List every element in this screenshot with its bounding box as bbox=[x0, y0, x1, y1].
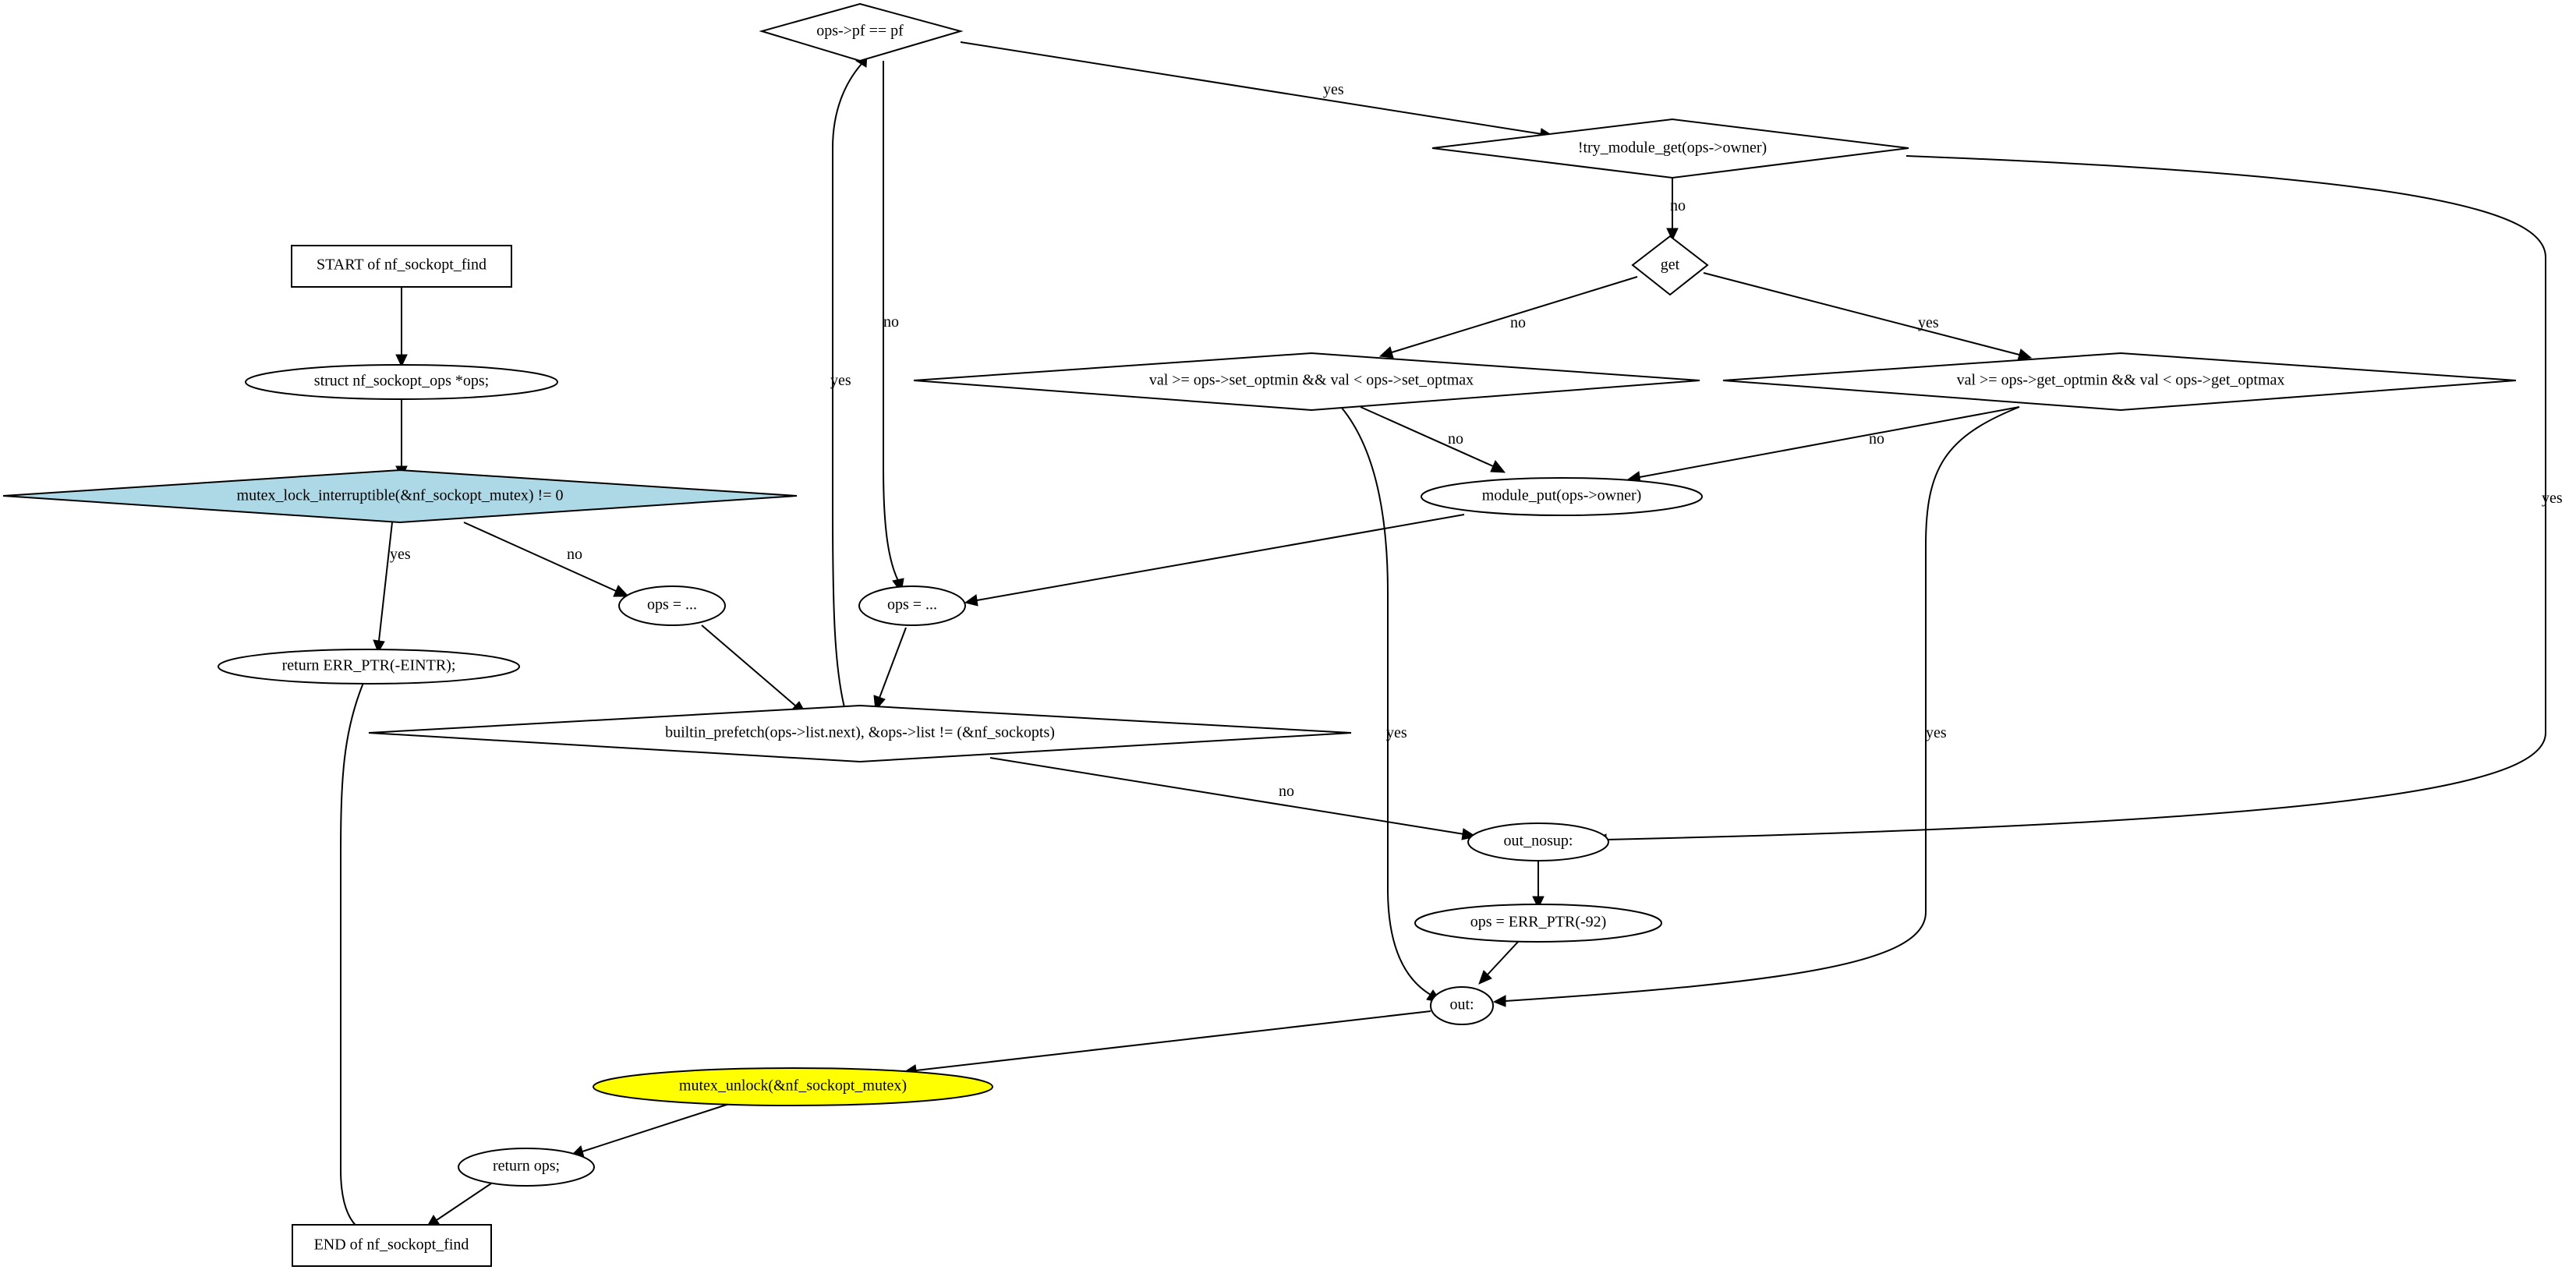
edge-ops1-loop bbox=[701, 624, 796, 706]
arrowhead bbox=[1492, 995, 1506, 1007]
edges: yes no yes no yes no yes bbox=[340, 41, 2563, 1240]
pf-check-decision-label: ops->pf == pf bbox=[816, 23, 904, 40]
edge-lock-ops1 bbox=[463, 522, 617, 592]
edge-label-loop-no: no bbox=[1279, 783, 1294, 800]
edge-loop-nosup bbox=[989, 757, 1465, 835]
start-node: START of nf_sockopt_find bbox=[291, 245, 512, 288]
err-92-node-label: ops = ERR_PTR(-92) bbox=[1470, 914, 1607, 931]
arrowhead bbox=[373, 639, 385, 654]
ops-assign-node-2-label: ops = ... bbox=[887, 596, 937, 614]
edge-getrange-put bbox=[1639, 406, 2020, 478]
edge-label-lock-yes: yes bbox=[390, 546, 411, 563]
set-range-decision: val >= ops->set_optmin && val < ops->set… bbox=[913, 352, 1700, 412]
edge-loop-pf bbox=[832, 63, 862, 714]
edge-set-out bbox=[1340, 406, 1431, 996]
mutex-lock-decision-label: mutex_lock_interruptible(&nf_sockopt_mut… bbox=[237, 487, 564, 504]
edge-getrange-out bbox=[1505, 406, 2020, 1002]
arrowhead bbox=[2017, 348, 2033, 361]
edge-ret-eintr-end bbox=[340, 682, 364, 1230]
arrowhead bbox=[1666, 228, 1679, 242]
edge-set-put bbox=[1360, 406, 1494, 467]
edge-label-get-no: no bbox=[1510, 314, 1526, 331]
edge-label-try-yes: yes bbox=[2542, 490, 2563, 507]
arrowhead bbox=[613, 585, 630, 597]
out-nosup-node-label: out_nosup: bbox=[1504, 833, 1573, 850]
edge-pf-ops2 bbox=[883, 61, 899, 582]
loop-condition-decision: builtin_prefetch(ops->list.next), &ops->… bbox=[368, 704, 1352, 763]
loop-condition-decision-label: builtin_prefetch(ops->list.next), &ops->… bbox=[665, 724, 1055, 741]
edge-err-out bbox=[1487, 940, 1520, 975]
edge-try-nosup bbox=[1605, 155, 2546, 840]
edge-label-pf-no: no bbox=[883, 313, 899, 331]
get-range-decision-label: val >= ops->get_optmin && val < ops->get… bbox=[1957, 372, 2285, 389]
set-range-decision-label: val >= ops->set_optmin && val < ops->set… bbox=[1149, 372, 1474, 389]
edge-get-set bbox=[1391, 276, 1638, 353]
get-decision: get bbox=[1631, 235, 1709, 296]
mutex-unlock-node: mutex_unlock(&nf_sockopt_mutex) bbox=[593, 1067, 993, 1106]
arrowhead bbox=[395, 354, 408, 368]
end-node: END of nf_sockopt_find bbox=[292, 1224, 492, 1267]
edge-ops2-loop bbox=[879, 627, 907, 699]
edge-unlock-retops bbox=[582, 1103, 730, 1152]
out-node-label: out: bbox=[1449, 996, 1474, 1014]
end-node-label: END of nf_sockopt_find bbox=[314, 1236, 469, 1254]
arrowhead bbox=[1378, 346, 1394, 359]
get-decision-label: get bbox=[1661, 256, 1680, 274]
edge-label-try-no: no bbox=[1670, 197, 1686, 214]
out-nosup-node: out_nosup: bbox=[1467, 822, 1609, 861]
return-eintr-node: return ERR_PTR(-EINTR); bbox=[218, 649, 520, 685]
edge-label-lock-no: no bbox=[567, 546, 582, 563]
ops-assign-node-1: ops = ... bbox=[618, 585, 726, 626]
try-module-get-decision-label: !try_module_get(ops->owner) bbox=[1578, 140, 1767, 157]
return-ops-node-label: return ops; bbox=[493, 1158, 560, 1175]
edge-label-getr-yes: yes bbox=[1926, 724, 1947, 741]
mutex-lock-decision: mutex_lock_interruptible(&nf_sockopt_mut… bbox=[2, 469, 798, 524]
declaration-node-label: struct nf_sockopt_ops *ops; bbox=[314, 373, 489, 390]
pf-check-decision: ops->pf == pf bbox=[759, 2, 964, 62]
edge-get-getrange bbox=[1703, 272, 2020, 356]
return-ops-node: return ops; bbox=[458, 1148, 595, 1187]
edge-label-set-yes: yes bbox=[1386, 724, 1407, 741]
ops-assign-node-2: ops = ... bbox=[858, 585, 966, 626]
arrowhead bbox=[1490, 460, 1506, 473]
start-node-label: START of nf_sockopt_find bbox=[317, 256, 487, 274]
declaration-node: struct nf_sockopt_ops *ops; bbox=[245, 364, 558, 400]
arrowhead bbox=[1532, 896, 1545, 910]
module-put-node: module_put(ops->owner) bbox=[1421, 477, 1703, 516]
try-module-get-decision: !try_module_get(ops->owner) bbox=[1431, 118, 1909, 179]
return-eintr-node-label: return ERR_PTR(-EINTR); bbox=[282, 657, 456, 674]
edge-pf-try bbox=[960, 41, 1543, 135]
nodes: START of nf_sockopt_find struct nf_socko… bbox=[2, 2, 2517, 1267]
edge-label-get-yes: yes bbox=[1918, 314, 1939, 331]
edge-label-getr-no: no bbox=[1869, 430, 1884, 448]
edge-retops-end bbox=[436, 1183, 492, 1221]
module-put-node-label: module_put(ops->owner) bbox=[1482, 487, 1642, 504]
arrowhead bbox=[1478, 970, 1492, 985]
edge-out-unlock bbox=[915, 1010, 1431, 1071]
edge-label-set-no: no bbox=[1448, 430, 1463, 448]
err-92-node: ops = ERR_PTR(-92) bbox=[1414, 904, 1662, 943]
mutex-unlock-node-label: mutex_unlock(&nf_sockopt_mutex) bbox=[679, 1077, 907, 1095]
ops-assign-node-1-label: ops = ... bbox=[647, 596, 697, 614]
arrowhead bbox=[964, 594, 978, 607]
edge-put-ops2 bbox=[976, 514, 1465, 601]
out-node: out: bbox=[1430, 986, 1494, 1025]
get-range-decision: val >= ops->get_optmin && val < ops->get… bbox=[1722, 352, 2517, 412]
edge-lock-ret-eintr bbox=[378, 522, 393, 642]
edge-label-pf-yes: yes bbox=[1323, 81, 1344, 98]
edge-label-loop-yes: yes bbox=[830, 372, 851, 389]
